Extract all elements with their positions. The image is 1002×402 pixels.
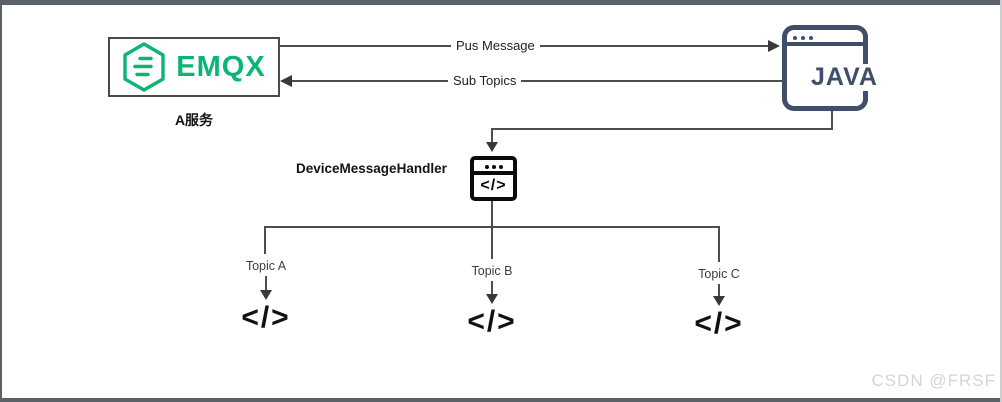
frame-border-left [0, 0, 2, 402]
java-handler-connector-horizontal [491, 128, 833, 130]
emqx-wordmark: EMQX [176, 50, 266, 83]
subscribe-edge-line [292, 80, 782, 82]
window-dot-icon [801, 35, 805, 40]
publish-edge-label: Pus Message [451, 38, 540, 53]
handler-window-icon: </> [470, 156, 517, 201]
emqx-hexagon-logo-icon [122, 42, 166, 92]
topic-c-code-icon: </> [694, 307, 744, 340]
topic-b-code-icon: </> [467, 305, 517, 338]
window-dot-icon [484, 164, 489, 169]
topic-a-arrowhead-icon [260, 290, 272, 300]
topic-c-arrow-line [718, 284, 720, 296]
topic-b-arrowhead-icon [486, 294, 498, 304]
topic-a-arrow-line [265, 276, 267, 290]
handler-label: DeviceMessageHandler [296, 161, 447, 176]
topic-a-label: Topic A [245, 259, 287, 273]
fanout-branch-b [491, 226, 493, 259]
java-wordmark: JAVA [809, 63, 880, 91]
handler-window-titlebar [474, 160, 513, 175]
publish-arrowhead-icon [768, 40, 780, 52]
watermark-text: CSDN @FRSF [871, 371, 996, 390]
frame-border-right [1000, 0, 1002, 402]
java-handler-connector-drop [491, 128, 493, 142]
emqx-service-caption: A服务 [174, 112, 214, 128]
frame-border-top [0, 0, 1002, 5]
fanout-branch-c [718, 226, 720, 262]
subscribe-edge-label: Sub Topics [448, 73, 522, 88]
topic-c-arrowhead-icon [713, 296, 725, 306]
code-glyph-icon: </> [480, 177, 507, 194]
fanout-branch-a [264, 226, 266, 254]
java-handler-connector-vertical [831, 111, 833, 129]
frame-border-bottom [0, 398, 1002, 402]
handler-fanout-stem [491, 201, 493, 227]
window-dot-icon [498, 164, 503, 169]
handler-arrowhead-icon [486, 142, 498, 152]
java-window-titlebar [787, 30, 863, 46]
window-dot-icon [793, 35, 797, 40]
topic-b-label: Topic B [471, 264, 513, 278]
subscribe-arrowhead-icon [280, 75, 292, 87]
topic-b-arrow-line [491, 281, 493, 294]
window-dot-icon [491, 164, 496, 169]
emqx-broker-node: EMQX [108, 37, 280, 97]
topic-c-label: Topic C [698, 267, 740, 281]
window-dot-icon [809, 35, 813, 40]
topic-a-code-icon: </> [241, 301, 291, 334]
java-app-node: JAVA [782, 25, 880, 111]
